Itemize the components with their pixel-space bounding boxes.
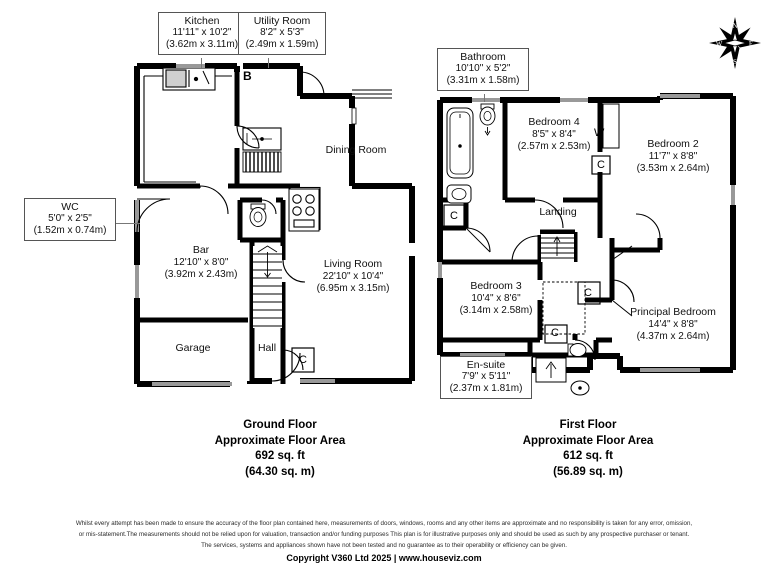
room-name-living-room: Living Room: [323, 258, 383, 270]
leader-line-kitchen: [201, 58, 202, 68]
room-name-wc: WC: [61, 201, 79, 213]
room-label-garage: Garage: [150, 342, 236, 355]
room-label-dining-room: Dining Room: [306, 144, 406, 157]
room-dim-imperial-bathroom: 10'10" x 5'2": [455, 63, 511, 75]
first-floor-internal-walls: [440, 100, 663, 358]
wardrobe-bedroom4-marker-label: W: [594, 127, 605, 139]
first-floor-door-swings: [465, 199, 661, 361]
compass-east-label: E: [749, 40, 753, 48]
room-name-hall: Hall: [257, 342, 277, 354]
cupboard-bedroom2-marker-label: C: [597, 159, 605, 171]
compass-west-label: W: [716, 40, 723, 48]
room-dim-imperial-bedroom-2: 11'7" x 8'8": [648, 150, 698, 162]
room-name-bedroom-3: Bedroom 3: [470, 280, 522, 292]
ground-floor-plan: [134, 63, 415, 387]
room-name-en-suite: En-suite: [466, 359, 506, 371]
first-floor-area-sqft: 612 sq. ft: [563, 450, 613, 463]
room-label-principal-bedroom: Principal Bedroom 14'4" x 8'8" (4.37m x …: [614, 306, 732, 343]
room-dim-metric-en-suite: (2.37m x 1.81m): [449, 383, 523, 395]
room-dim-metric-utility-room: (2.49m x 1.59m): [245, 39, 319, 51]
compass-rose-icon: N E S W: [709, 17, 761, 69]
room-dim-imperial-wc: 5'0" x 2'5": [48, 213, 92, 225]
room-name-landing: Landing: [539, 206, 577, 218]
room-name-bathroom: Bathroom: [460, 51, 506, 63]
first-floor-caption: First Floor Approximate Floor Area 612 s…: [488, 418, 688, 480]
room-label-bedroom-2: Bedroom 2 11'7" x 8'8" (3.53m x 2.64m): [621, 138, 725, 175]
room-dim-metric-wc: (1.52m x 0.74m): [33, 225, 107, 237]
ground-floor-caption: Ground Floor Approximate Floor Area 692 …: [180, 418, 380, 480]
room-label-landing: Landing: [520, 206, 596, 219]
room-dim-metric-bar: (3.92m x 2.43m): [164, 268, 238, 280]
compass-south-label: S: [733, 58, 737, 66]
room-dim-imperial-utility-room: 8'2" x 5'3": [260, 27, 304, 39]
cupboard-hall-marker-label: C: [299, 354, 307, 366]
room-dim-imperial-bedroom-3: 10'4" x 8'6": [471, 292, 521, 304]
room-dim-imperial-en-suite: 7'9" x 5'11": [461, 371, 511, 383]
first-floor-name: First Floor: [559, 419, 617, 431]
room-dim-metric-living-room: (6.95m x 3.15m): [316, 282, 390, 294]
room-dim-imperial-principal-bedroom: 14'4" x 8'8": [648, 318, 698, 330]
room-name-principal-bedroom: Principal Bedroom: [630, 306, 716, 318]
room-dim-imperial-kitchen: 11'11" x 10'2": [172, 27, 232, 39]
first-floor-cupboards: [443, 155, 611, 344]
room-dim-metric-kitchen: (3.62m x 3.11m): [165, 39, 239, 51]
boiler-marker-label: B: [243, 69, 252, 83]
room-dim-metric-bedroom-3: (3.14m x 2.58m): [459, 304, 533, 316]
first-floor-plan: [437, 93, 736, 396]
room-label-bedroom-4: Bedroom 4 8'5" x 8'4" (2.57m x 2.53m): [505, 116, 603, 153]
copyright-text: Copyright V360 Ltd 2025 | www.houseviz.c…: [286, 553, 482, 563]
room-name-bedroom-4: Bedroom 4: [528, 116, 580, 128]
room-label-living-room: Living Room 22'10" x 10'4" (6.95m x 3.15…: [294, 258, 412, 295]
room-dim-metric-bathroom: (3.31m x 1.58m): [446, 75, 520, 87]
ground-floor-walls: [134, 63, 415, 387]
first-floor-area-sqm: (56.89 sq. m): [553, 465, 623, 478]
leader-line-bathroom: [484, 94, 485, 102]
room-dim-imperial-living-room: 22'10" x 10'4": [322, 270, 384, 282]
ground-floor-area-sqm: (64.30 sq. m): [245, 465, 315, 478]
room-label-kitchen: Kitchen 11'11" x 10'2" (3.62m x 3.11m): [158, 12, 246, 55]
first-floor-fixtures: [438, 94, 735, 396]
compass-north-label: N: [732, 22, 737, 30]
ground-floor-name: Ground Floor: [243, 419, 317, 431]
room-label-hall: Hall: [244, 342, 290, 355]
ground-floor-door-swings: [136, 66, 325, 382]
ground-floor-area-label: Approximate Floor Area: [214, 434, 346, 447]
room-dim-imperial-bar: 12'10" x 8'0": [173, 256, 229, 268]
room-label-bar: Bar 12'10" x 8'0" (3.92m x 2.43m): [146, 244, 256, 281]
room-name-bedroom-2: Bedroom 2: [647, 138, 699, 150]
ground-floor-internal-walls: [137, 72, 300, 384]
ground-floor-fixtures: [135, 64, 392, 386]
room-name-dining-room: Dining Room: [325, 144, 387, 156]
room-name-kitchen: Kitchen: [184, 15, 220, 27]
first-floor-area-label: Approximate Floor Area: [522, 434, 654, 447]
disclaimer-line-2: or mis-statement.The measurements should…: [78, 531, 690, 538]
ground-floor-cupboard-c: [291, 347, 315, 373]
disclaimer-line-3: The services, systems and appliances sho…: [201, 542, 567, 549]
leader-line-wc: [116, 223, 140, 224]
ground-floor-area-sqft: 692 sq. ft: [255, 450, 305, 463]
room-label-bathroom: Bathroom 10'10" x 5'2" (3.31m x 1.58m): [437, 48, 529, 91]
cupboard-bathroom-marker-label: C: [450, 210, 458, 222]
leader-line-utility-room: [268, 58, 269, 68]
cupboard-ensuite-marker-label: C: [551, 327, 559, 339]
room-label-bedroom-3: Bedroom 3 10'4" x 8'6" (3.14m x 2.58m): [444, 280, 548, 317]
cupboard-landing-marker-label: C: [584, 287, 592, 299]
room-dim-metric-principal-bedroom: (4.37m x 2.64m): [636, 330, 710, 342]
room-label-wc: WC 5'0" x 2'5" (1.52m x 0.74m): [24, 198, 116, 241]
room-dim-metric-bedroom-4: (2.57m x 2.53m): [517, 140, 591, 152]
room-name-utility-room: Utility Room: [253, 15, 311, 27]
room-dim-imperial-bedroom-4: 8'5" x 8'4": [532, 128, 576, 140]
room-label-en-suite: En-suite 7'9" x 5'11" (2.37m x 1.81m): [440, 356, 532, 399]
room-name-bar: Bar: [192, 244, 210, 256]
room-dim-metric-bedroom-2: (3.53m x 2.64m): [636, 162, 710, 174]
room-label-utility-room: Utility Room 8'2" x 5'3" (2.49m x 1.59m): [238, 12, 326, 55]
room-name-garage: Garage: [175, 342, 211, 354]
disclaimer-line-1: Whilst every attempt has been made to en…: [75, 520, 693, 527]
